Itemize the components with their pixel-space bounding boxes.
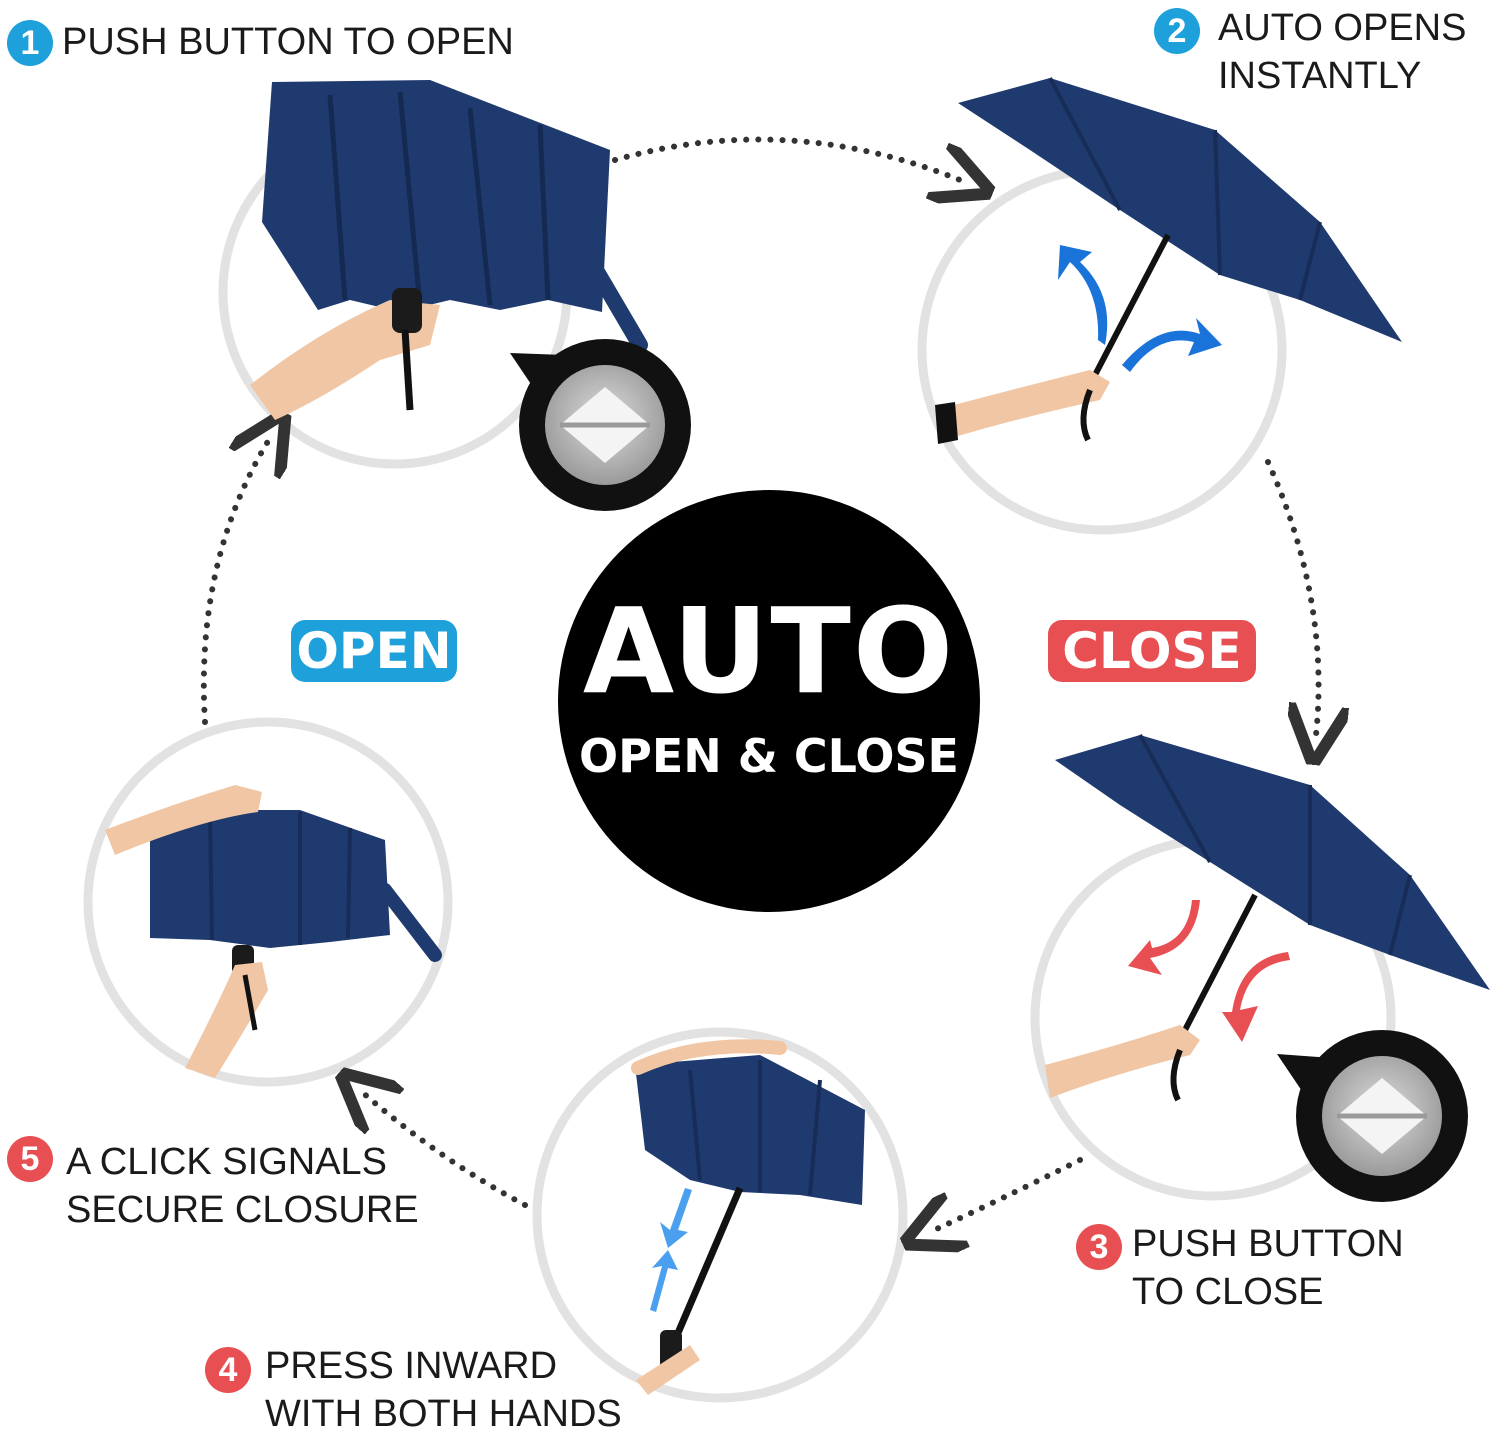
compressing-umbrella-step-4 xyxy=(631,1039,865,1395)
step-badge: 3 xyxy=(1076,1224,1122,1270)
step-label-line: PUSH BUTTON xyxy=(1132,1223,1404,1265)
step-label-line: AUTO OPENS xyxy=(1218,7,1467,49)
blue-swoosh-arrow-icon xyxy=(1122,318,1222,372)
step-badge: 1 xyxy=(7,20,53,66)
dotted-cycle-arrow-icon xyxy=(200,136,1319,1232)
step-badge: 4 xyxy=(205,1347,251,1393)
center-badge: AUTO OPEN & CLOSE xyxy=(558,490,980,912)
step-label-line: TO CLOSE xyxy=(1132,1271,1324,1313)
center-title: AUTO xyxy=(582,582,956,720)
close-label: CLOSE xyxy=(1048,620,1256,682)
closed-umbrella-step-5 xyxy=(105,785,442,1078)
step-label-line: WITH BOTH HANDS xyxy=(265,1393,622,1433)
step-label-line: PRESS INWARD xyxy=(265,1345,558,1387)
center-subtitle: OPEN & CLOSE xyxy=(579,729,959,783)
folded-umbrella-step-1 xyxy=(250,80,648,420)
step-label-line: INSTANTLY xyxy=(1218,55,1422,97)
ring-step-5 xyxy=(83,717,453,1087)
step-label-line: A CLICK SIGNALS xyxy=(66,1141,388,1183)
open-label: OPEN xyxy=(291,620,457,682)
step-label-line: SECURE CLOSURE xyxy=(66,1189,419,1231)
blue-swoosh-arrow-icon xyxy=(1058,245,1108,345)
step-badge: 5 xyxy=(7,1136,53,1182)
open-umbrella-step-3 xyxy=(1045,734,1490,1102)
push-button-icon xyxy=(1277,1030,1468,1202)
red-swoosh-arrow-icon xyxy=(1222,952,1290,1042)
step-label-line: PUSH BUTTON TO OPEN xyxy=(62,21,514,63)
open-umbrella-step-2 xyxy=(935,77,1402,444)
push-button-icon xyxy=(510,339,691,511)
red-swoosh-arrow-icon xyxy=(1128,900,1200,975)
compress-arrows-icon xyxy=(650,1188,692,1312)
step-badge: 2 xyxy=(1154,8,1200,54)
